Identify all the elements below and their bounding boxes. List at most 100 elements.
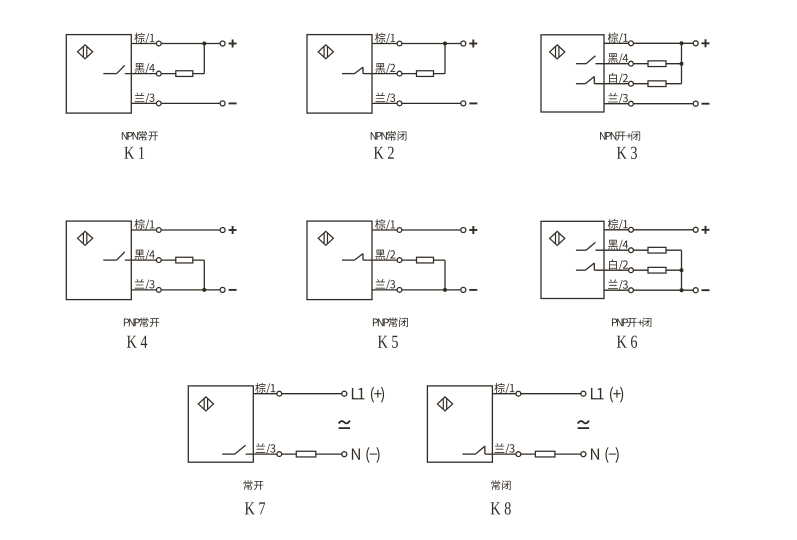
sensor-diamond [76, 43, 94, 60]
glyph [610, 132, 617, 140]
glyph [358, 388, 365, 400]
terminal [580, 390, 587, 397]
glyph [618, 219, 623, 231]
terminal-label [351, 447, 380, 463]
glyph [397, 131, 407, 141]
diagram-K6 [540, 218, 710, 348]
wire-label [375, 63, 396, 74]
connector [155, 286, 162, 293]
wire-label [255, 382, 276, 395]
glyph [491, 480, 501, 491]
glyph [623, 220, 628, 229]
glyph [631, 131, 641, 141]
terminal [460, 100, 467, 107]
glyph [626, 133, 632, 139]
glyph [608, 53, 618, 64]
glyph [370, 386, 375, 403]
glyph [381, 132, 388, 140]
glyph [255, 382, 266, 393]
glyph [509, 384, 515, 393]
switch-blade [474, 445, 486, 455]
glyph [244, 502, 255, 515]
switch-blade [116, 64, 126, 75]
proximity-sensor-icon [76, 43, 94, 60]
proximity-sensor-icon [317, 43, 335, 60]
diagram-designator [377, 335, 398, 348]
ac-symbol [337, 420, 351, 430]
resistor [415, 70, 435, 78]
glyph [590, 388, 598, 400]
resistor [175, 256, 194, 264]
glyph [631, 146, 637, 159]
glyph [376, 447, 380, 463]
switch-no-icon [103, 251, 126, 261]
glyph [148, 131, 158, 141]
wire-label [609, 259, 628, 271]
glyph [389, 280, 396, 289]
glyph [385, 219, 390, 231]
glyph [616, 318, 623, 327]
glyph [124, 146, 135, 159]
connector [627, 267, 635, 274]
diagram-caption [121, 130, 158, 141]
glyph [385, 249, 390, 261]
glyph [351, 448, 360, 460]
glyph [490, 502, 501, 515]
ac-tilde [337, 420, 351, 425]
glyph [608, 239, 618, 250]
diagram-caption [611, 317, 652, 328]
glyph [139, 317, 149, 328]
glyph [616, 335, 627, 348]
sensor-diamond [436, 396, 454, 412]
glyph [627, 318, 637, 328]
glyph [139, 146, 145, 159]
junction-dot [679, 61, 684, 66]
plus-sign [228, 226, 237, 234]
resistor [647, 246, 667, 254]
glyph [610, 386, 614, 403]
glyph [613, 389, 621, 398]
switch-blade [585, 241, 596, 251]
terminal [341, 450, 348, 458]
diagram-K3 [540, 32, 710, 159]
connector [276, 451, 283, 458]
glyph [145, 249, 150, 261]
glyph [623, 33, 628, 42]
glyph [375, 219, 386, 230]
glyph [134, 249, 145, 260]
glyph [390, 33, 396, 42]
terminal [460, 40, 467, 47]
proximity-sensor-icon [548, 230, 566, 247]
connector [627, 80, 635, 87]
diagram-K7 [187, 382, 385, 515]
terminal [460, 226, 467, 234]
glyph [390, 220, 396, 229]
glyph [140, 335, 148, 348]
glyph [149, 280, 155, 289]
glyph [607, 218, 619, 230]
glyph [494, 443, 505, 453]
wire-label [134, 279, 155, 291]
wire-label [607, 32, 628, 44]
connector [627, 247, 635, 254]
wire-label [494, 443, 515, 455]
diagram-designator [490, 502, 511, 515]
terminal [219, 40, 226, 47]
terminal [692, 287, 699, 294]
sensor-body [306, 33, 373, 114]
glyph [618, 53, 623, 65]
glyph [243, 480, 253, 491]
glyph [385, 93, 390, 104]
glyph [615, 447, 619, 463]
resistor [647, 60, 667, 68]
switch-nc-icon [462, 445, 486, 455]
wire-label [608, 92, 628, 105]
glyph [149, 63, 155, 72]
switch-blade [584, 262, 595, 271]
glyph [366, 447, 370, 463]
wire-label [608, 279, 628, 291]
glyph [266, 383, 271, 395]
sensor-body [187, 385, 254, 463]
switch-no-icon [222, 444, 247, 455]
